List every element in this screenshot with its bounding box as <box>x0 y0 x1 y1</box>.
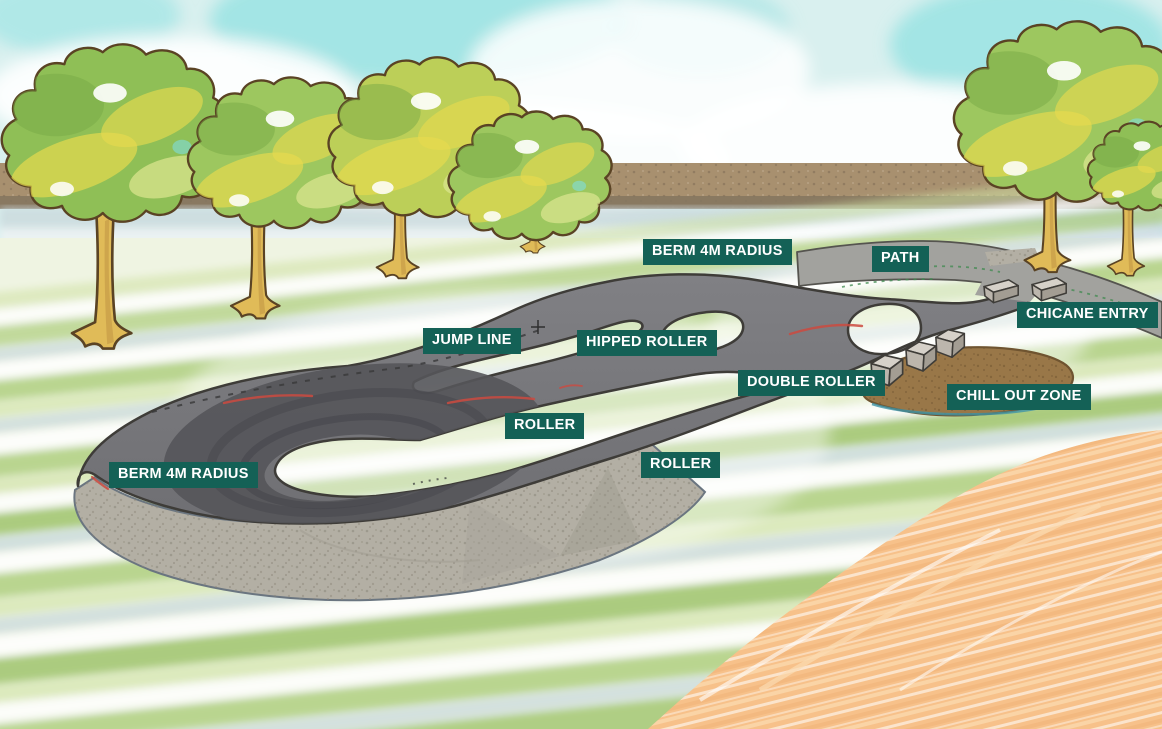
track-label-berm-left: BERM 4M RADIUS <box>109 462 258 488</box>
track-label-roller-2: ROLLER <box>641 452 721 478</box>
sand-area <box>648 430 1162 729</box>
track-markings <box>90 323 864 491</box>
track-label-chicane-entry: CHICANE ENTRY <box>1017 302 1158 328</box>
track-label-path: PATH <box>872 246 929 272</box>
track-label-roller-1: ROLLER <box>505 413 585 439</box>
track-label-chill-out-zone: CHILL OUT ZONE <box>947 384 1091 410</box>
crosshair-cursor-icon <box>531 320 545 334</box>
track-label-berm-top: BERM 4M RADIUS <box>643 239 792 265</box>
track-label-jump-line: JUMP LINE <box>423 328 521 354</box>
pump-track <box>73 273 1030 602</box>
track-label-double-roller: DOUBLE ROLLER <box>738 370 885 396</box>
track-label-hipped-roller: HIPPED ROLLER <box>577 330 717 356</box>
